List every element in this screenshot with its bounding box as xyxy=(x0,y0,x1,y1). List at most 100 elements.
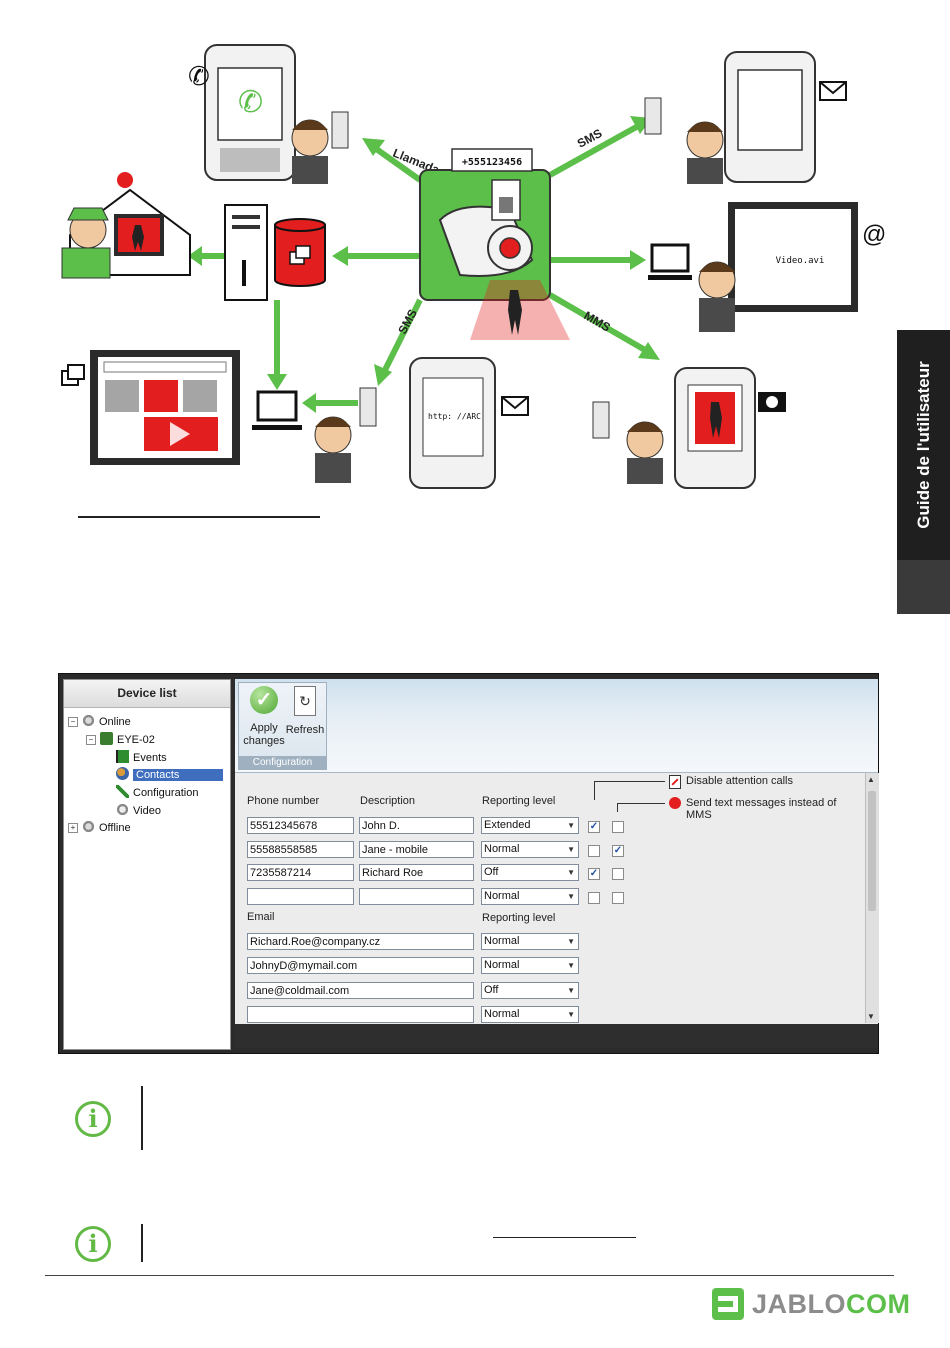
flag-icon xyxy=(116,750,129,763)
disable-calls-checkbox[interactable]: ✓ xyxy=(588,868,600,880)
arrow-call xyxy=(373,145,422,183)
dropdown-arrow-icon: ▼ xyxy=(567,986,575,995)
flow-arrows xyxy=(188,116,660,413)
tree-item-online[interactable]: −Online xyxy=(68,714,131,728)
reporting-level-select[interactable]: Normal▼ xyxy=(481,841,579,858)
contacts-icon xyxy=(116,767,129,780)
legend-send-text: Send text messages instead of MMS xyxy=(686,797,837,821)
side-tab-block xyxy=(897,560,950,614)
url-phone: http: //ARC xyxy=(314,357,529,489)
email-field[interactable]: JohnyD@mymail.com xyxy=(247,957,474,974)
email-field[interactable] xyxy=(247,1006,474,1023)
logo-mark-icon xyxy=(712,1288,744,1320)
phone-number-field[interactable]: 7235587214 xyxy=(247,864,354,881)
footer-rule xyxy=(45,1275,894,1276)
ribbon-toolbar: ✓ Apply changes ↻ Refresh Configuration xyxy=(235,679,878,773)
tree-item-video[interactable]: Video xyxy=(116,803,161,817)
video-gear-icon xyxy=(116,803,129,816)
jablocom-logo: JABLOCOM xyxy=(712,1286,910,1322)
email-reporting-level-select[interactable]: Off▼ xyxy=(481,982,579,999)
phone-number-text: +555123456 xyxy=(462,157,522,168)
disable-calls-checkbox[interactable] xyxy=(588,892,600,904)
sms-phone-top xyxy=(644,51,847,184)
phone-muted-icon xyxy=(669,775,681,789)
scroll-down-icon[interactable]: ▼ xyxy=(867,1012,875,1021)
description-field[interactable]: John D. xyxy=(359,817,474,834)
header-email-reporting-level: Reporting level xyxy=(482,912,556,924)
device-list-title: Device list xyxy=(64,680,230,708)
email-reporting-level-select[interactable]: Normal▼ xyxy=(481,957,579,974)
no-mms-icon xyxy=(669,797,681,809)
send-text-checkbox[interactable] xyxy=(612,821,624,833)
phone-number-field[interactable]: 55512345678 xyxy=(247,817,354,834)
email-reporting-level-select[interactable]: Normal▼ xyxy=(481,1006,579,1023)
tools-icon xyxy=(116,785,129,798)
collapse-icon[interactable]: − xyxy=(86,735,96,745)
note-divider xyxy=(141,1224,143,1262)
phone-number-bubble: +555123456 xyxy=(451,148,533,172)
email-field[interactable]: Jane@coldmail.com xyxy=(247,982,474,999)
gear-icon xyxy=(82,714,95,727)
info-icon: i xyxy=(75,1226,111,1262)
disable-calls-checkbox[interactable]: ✓ xyxy=(588,821,600,833)
collapse-icon[interactable]: − xyxy=(68,717,78,727)
email-field[interactable]: Richard.Roe@company.cz xyxy=(247,933,474,950)
alert-flow-diagram: Llamada SMS MMS SMS +555123456 ✆ ✆ xyxy=(61,44,886,489)
description-field[interactable]: Jane - mobile xyxy=(359,841,474,858)
email-reporting-level-select[interactable]: Normal▼ xyxy=(481,933,579,950)
figure-underline xyxy=(78,516,320,518)
arc-url: http: //ARC xyxy=(428,412,481,421)
gear-icon xyxy=(82,820,95,833)
checkmark-icon: ✓ xyxy=(250,686,278,714)
reporting-level-select[interactable]: Extended▼ xyxy=(481,817,579,834)
logo-text-com: COM xyxy=(846,1289,911,1319)
camera-device-icon xyxy=(100,732,113,745)
link-underline xyxy=(493,1237,636,1238)
header-email: Email xyxy=(247,911,275,923)
email-monitor: Video.avi @ xyxy=(648,202,886,332)
logo-text-jablo: JABLO xyxy=(752,1289,847,1319)
disable-calls-checkbox[interactable] xyxy=(588,845,600,857)
note-divider xyxy=(141,1086,143,1150)
tree-item-events[interactable]: Events xyxy=(116,750,167,764)
dropdown-arrow-icon: ▼ xyxy=(567,868,575,877)
handset-icon: ✆ xyxy=(188,61,210,91)
vertical-scrollbar[interactable]: ▲ ▼ xyxy=(865,773,879,1023)
mms-phone xyxy=(592,367,786,489)
legend-disable-calls: Disable attention calls xyxy=(686,775,794,787)
dropdown-arrow-icon: ▼ xyxy=(567,892,575,901)
scroll-thumb[interactable] xyxy=(868,791,876,911)
reporting-level-select[interactable]: Off▼ xyxy=(481,864,579,881)
ribbon-group-configuration: ✓ Apply changes ↻ Refresh Configuration xyxy=(238,682,327,770)
info-icon: i xyxy=(75,1101,111,1137)
apply-changes-button[interactable]: ✓ Apply changes xyxy=(243,686,285,748)
scroll-up-icon[interactable]: ▲ xyxy=(867,775,875,784)
arrow-mms xyxy=(548,292,647,353)
send-text-checkbox[interactable] xyxy=(612,868,624,880)
tree-item-eye-02[interactable]: −EYE-02 xyxy=(86,732,155,746)
refresh-button[interactable]: ↻ Refresh xyxy=(285,686,325,737)
tree-item-configuration[interactable]: Configuration xyxy=(116,785,198,799)
server xyxy=(224,204,326,301)
tree-item-contacts[interactable]: Contacts xyxy=(116,767,223,781)
guard-house xyxy=(61,172,191,279)
side-tab-label: Guide de l'utilisateur xyxy=(913,361,933,529)
header-description: Description xyxy=(360,795,416,807)
tree-item-offline[interactable]: +Offline xyxy=(68,820,131,834)
send-text-checkbox[interactable]: ✓ xyxy=(612,845,624,857)
refresh-icon: ↻ xyxy=(294,686,316,716)
header-reporting-level: Reporting level xyxy=(482,795,556,807)
reporting-level-select[interactable]: Normal▼ xyxy=(481,888,579,905)
description-field[interactable] xyxy=(359,888,474,905)
app-screenshot: Device list −Online −EYE-02 Events Conta… xyxy=(58,673,879,1054)
contacts-form: Disable attention calls Send text messag… xyxy=(235,773,865,1023)
send-text-checkbox[interactable] xyxy=(612,892,624,904)
arrow-sms-top xyxy=(548,122,642,178)
arc-monitor xyxy=(61,350,240,465)
phone-number-field[interactable]: 55588558585 xyxy=(247,841,354,858)
description-field[interactable]: Richard Roe xyxy=(359,864,474,881)
phone-number-field[interactable] xyxy=(247,888,354,905)
section-side-tab: Guide de l'utilisateur xyxy=(897,330,950,560)
ribbon-group-caption: Configuration xyxy=(239,756,326,769)
expand-icon[interactable]: + xyxy=(68,823,78,833)
